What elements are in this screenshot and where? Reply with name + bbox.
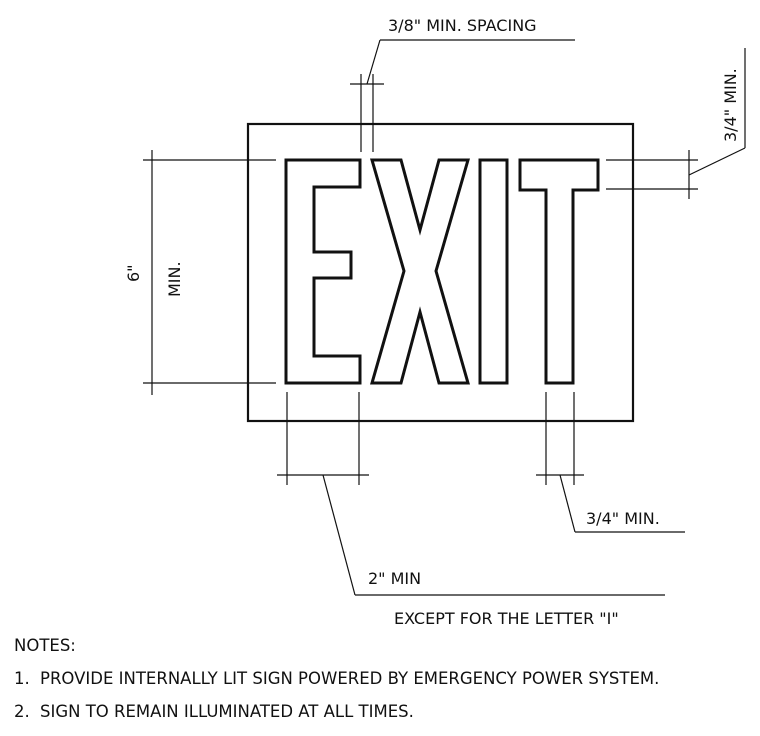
letter-i xyxy=(478,158,509,385)
letter-t xyxy=(518,158,600,385)
note-text: SIGN TO REMAIN ILLUMINATED AT ALL TIMES. xyxy=(40,702,414,721)
note-text: PROVIDE INTERNALLY LIT SIGN POWERED BY E… xyxy=(40,669,660,688)
width-dimension-label: 2" MIN xyxy=(368,569,421,588)
notes-heading: NOTES: xyxy=(14,636,76,655)
letter-e xyxy=(284,158,362,385)
letter-x xyxy=(370,158,470,385)
stroke-bottom-dimension-label: 3/4" MIN. xyxy=(586,509,660,528)
exception-label: EXCEPT FOR THE LETTER "I" xyxy=(394,609,619,628)
sign-panel xyxy=(246,122,635,423)
dimension-lines xyxy=(143,39,746,596)
exit-letters xyxy=(284,158,600,385)
note-item: 2. SIGN TO REMAIN ILLUMINATED AT ALL TIME… xyxy=(14,702,659,722)
spacing-dimension-label: 3/8" MIN. SPACING xyxy=(388,16,537,35)
height-value-label: 6" xyxy=(124,264,143,282)
note-item: 1. PROVIDE INTERNALLY LIT SIGN POWERED BY… xyxy=(14,669,659,689)
notes-section: NOTES: 1. PROVIDE INTERNALLY LIT SIGN POW… xyxy=(14,636,659,735)
note-number: 1. xyxy=(14,669,30,688)
exit-sign-detail-drawing: 3/8" MIN. SPACING 3/4" MIN. 6" MIN. 3/4"… xyxy=(124,16,746,628)
height-min-label: MIN. xyxy=(165,261,184,297)
note-number: 2. xyxy=(14,702,30,721)
stroke-top-dimension-label: 3/4" MIN. xyxy=(721,68,740,142)
